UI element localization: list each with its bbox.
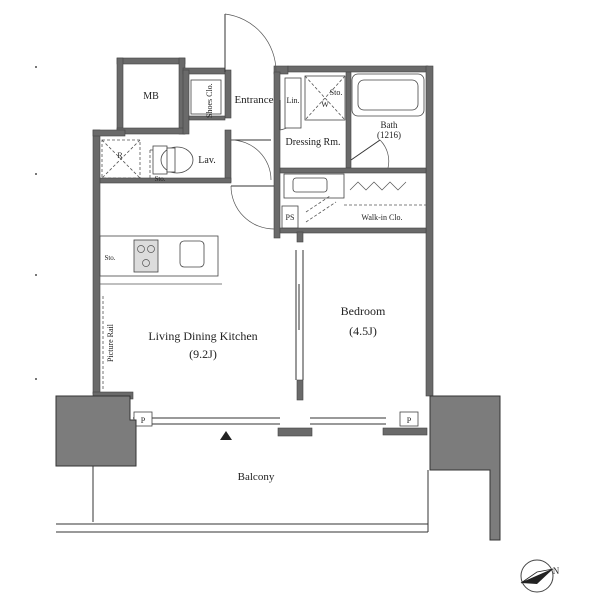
- washer-label: W: [321, 100, 329, 109]
- kitchen-storage-label: Sto.: [104, 254, 115, 262]
- dressing-room-label: Dressing Rm.: [286, 137, 341, 148]
- sto-top-label: Sto.: [330, 88, 343, 97]
- entry-arrow-icon: [220, 431, 232, 440]
- sto-lav-label: Sto.: [154, 175, 165, 183]
- picture-rail-label: Picture Rail: [106, 323, 115, 362]
- bath-size-label: (1216): [377, 130, 401, 140]
- r-label: R: [117, 151, 123, 160]
- balcony-structure: [55, 395, 501, 541]
- balcony-label: Balcony: [238, 471, 275, 483]
- lav-label: Lav.: [198, 155, 215, 166]
- p-right-label: P: [407, 416, 412, 425]
- entrance-label: Entrance: [234, 94, 273, 106]
- mb-label: MB: [143, 91, 159, 102]
- outer-walls: [92, 57, 434, 397]
- bedroom-size-label: (4.5J): [349, 324, 377, 338]
- ps-label: PS: [286, 213, 295, 222]
- ldk-size-label: (9.2J): [189, 347, 217, 361]
- doors: [224, 13, 407, 380]
- north-arrow-icon: N: [520, 559, 560, 593]
- interior-walls: [99, 69, 427, 401]
- bath-label: Bath: [381, 120, 398, 130]
- ldk-label: Living Dining Kitchen: [148, 329, 257, 343]
- walk-in-closet-label: Walk-in Clo.: [361, 213, 402, 222]
- p-left-label: P: [141, 416, 146, 425]
- bedroom-label: Bedroom: [341, 304, 386, 318]
- north-label: N: [553, 566, 560, 576]
- lin-label: Lin.: [286, 96, 299, 105]
- margin-ticks: [35, 66, 37, 380]
- shoes-closet-label: Shoes Clo.: [205, 83, 214, 118]
- fixtures: [99, 73, 426, 390]
- south-facade: [92, 391, 428, 440]
